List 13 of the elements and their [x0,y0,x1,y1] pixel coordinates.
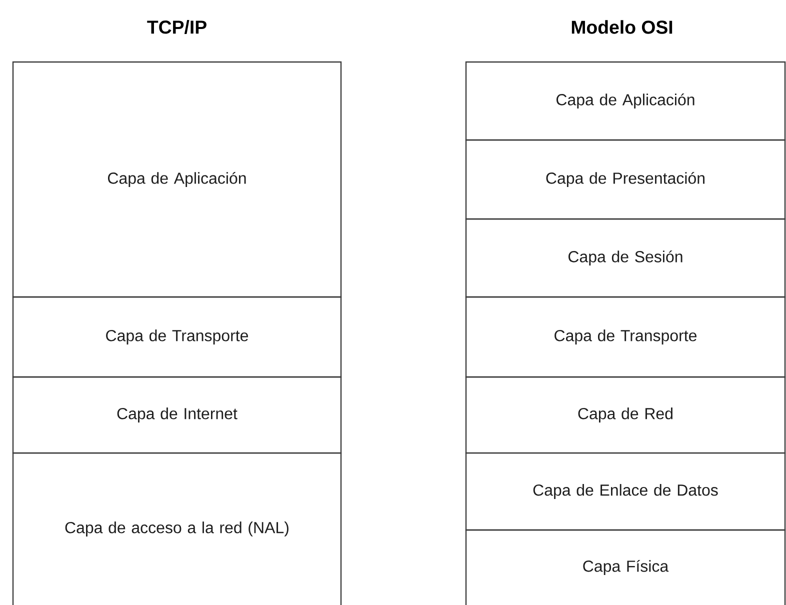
layer-box: Capa Física [465,529,786,605]
layer-box: Capa de Presentación [465,139,786,220]
layer-box: Capa de Internet [12,376,342,454]
layer-box: Capa de Aplicación [465,61,786,141]
layer-box: Capa de Transporte [465,296,786,378]
layer-box: Capa de Enlace de Datos [465,452,786,531]
layer-box: Capa de Aplicación [12,61,342,298]
column-heading: TCP/IP [147,20,206,34]
layer-box: Capa de Red [465,376,786,454]
layer-box: Capa de Sesión [465,218,786,298]
column-heading: Modelo OSI [572,20,672,34]
layer-box: Capa de Transporte [12,296,342,378]
layer-box: Capa de acceso a la red (NAL) [12,452,342,605]
